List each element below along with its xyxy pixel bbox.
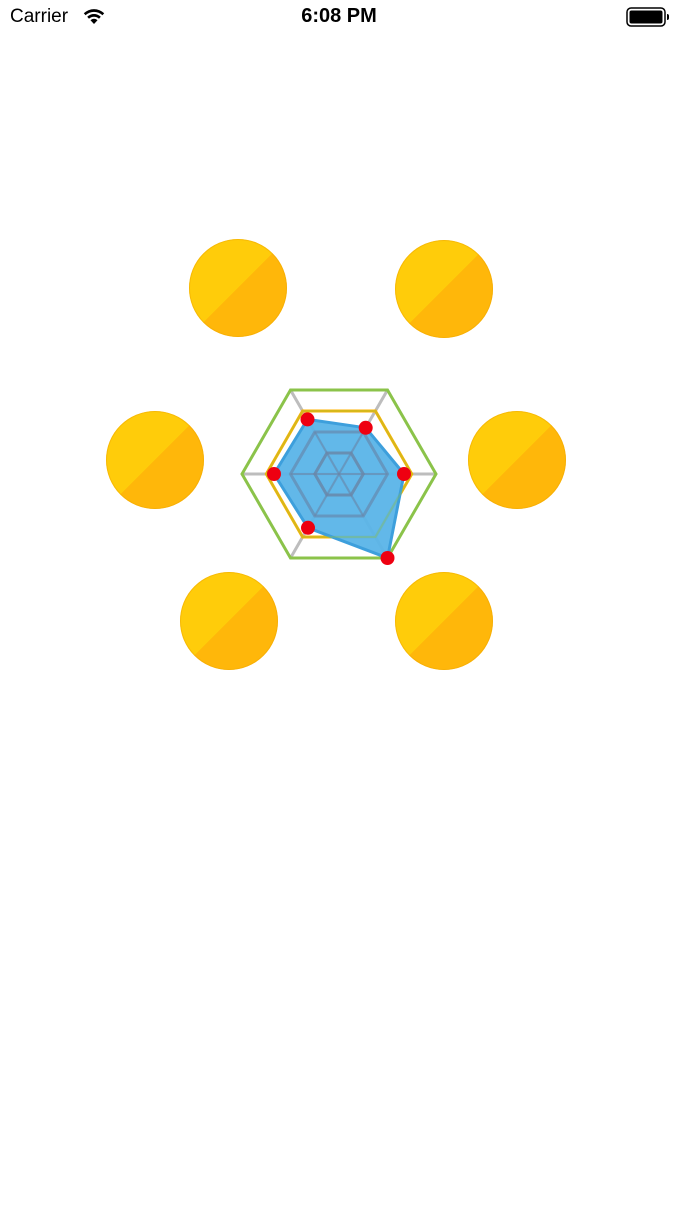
coin-bottom-left-icon[interactable] xyxy=(180,572,278,670)
radar-vertex-point xyxy=(300,412,315,427)
radar-vertex-point xyxy=(380,551,395,565)
radar-vertex-point xyxy=(358,420,373,435)
radar-vertex-point xyxy=(267,467,281,481)
status-bar: Carrier 6:08 PM xyxy=(0,0,678,40)
radar-spoke-overlay xyxy=(338,473,365,517)
radar-vertex-point xyxy=(397,467,411,481)
radar-ring-mid-overlay xyxy=(265,410,413,538)
radar-spoke-overlay xyxy=(338,431,365,475)
coin-mid-left-icon[interactable] xyxy=(106,411,204,509)
coin-top-right-icon[interactable] xyxy=(395,240,493,338)
radar-spoke-overlay xyxy=(313,473,340,517)
coin-top-left-icon[interactable] xyxy=(189,239,287,337)
coin-bottom-right-icon[interactable] xyxy=(395,572,493,670)
radar-vertex-point xyxy=(301,520,315,535)
coin-mid-right-icon[interactable] xyxy=(468,411,566,509)
battery-icon xyxy=(626,7,669,27)
radar-spoke-overlay xyxy=(313,431,340,475)
carrier-label: Carrier xyxy=(10,6,69,27)
wifi-icon xyxy=(83,9,105,24)
status-time: 6:08 PM xyxy=(301,5,377,27)
